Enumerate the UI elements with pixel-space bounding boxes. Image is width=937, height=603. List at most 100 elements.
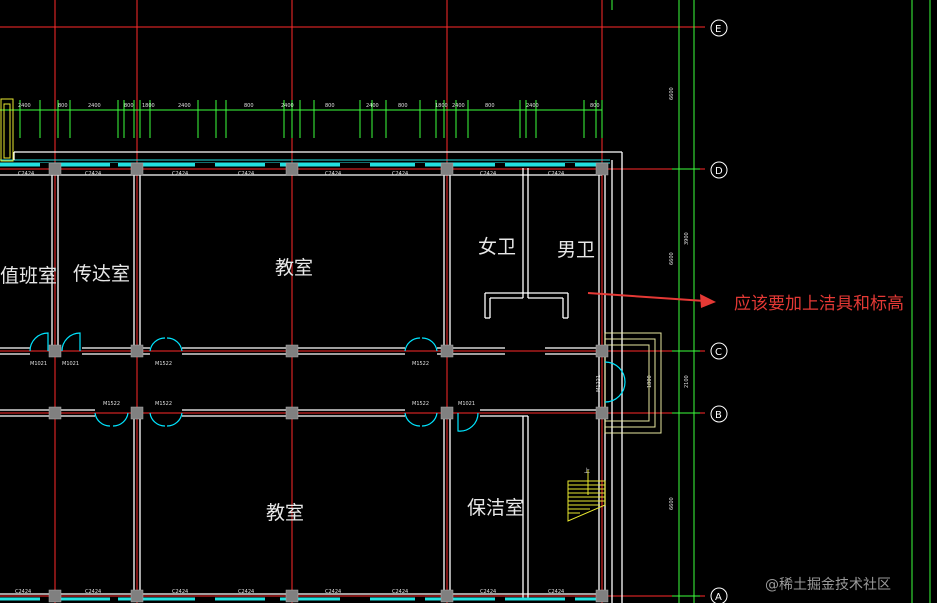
door-code: M1021	[458, 401, 475, 407]
entrance-steps	[604, 332, 662, 434]
dim-top-text: 2400	[178, 103, 191, 109]
window-mullion	[195, 163, 215, 167]
right-dim-texts: 6600 3900 6600 2100 1800 6600	[647, 87, 690, 510]
axis-label-d: D	[715, 166, 723, 177]
column	[285, 344, 299, 358]
window-mullion	[265, 597, 280, 601]
dim-right-6: 6600	[669, 497, 675, 510]
window-code: C2424	[392, 589, 408, 595]
stairs	[567, 470, 606, 522]
column	[440, 589, 454, 603]
column	[595, 344, 609, 358]
dim-top-text: 800	[590, 103, 600, 109]
window-mullion	[110, 597, 118, 601]
axis-bubble-e	[710, 19, 728, 37]
column	[130, 589, 144, 603]
room-label-duty: 值班室	[0, 265, 57, 287]
column	[440, 162, 454, 176]
window-mullion	[415, 597, 425, 601]
stair-up-label: 上	[584, 467, 590, 475]
dim-top-text: 2400	[526, 103, 539, 109]
window-code: C2424	[18, 171, 34, 177]
dim-top-text: 2400	[452, 103, 465, 109]
dim-right-1: 6600	[669, 87, 675, 100]
dim-top-text: 800	[124, 103, 134, 109]
window-code: C2424	[480, 589, 496, 595]
axis-bubbles	[710, 19, 728, 603]
doors	[29, 332, 479, 432]
door-code-entrance: M1221	[596, 375, 602, 392]
axis-bubble-c	[710, 342, 728, 360]
window-code: C2424	[172, 171, 188, 177]
window-mullion	[340, 163, 370, 167]
room-label-male-wc: 男卫	[557, 239, 595, 261]
window-mullion	[110, 163, 118, 167]
door-code: M1522	[103, 401, 120, 407]
dim-top-text: 1800	[435, 103, 448, 109]
column	[285, 589, 299, 603]
door-code: M1021	[62, 361, 79, 367]
door-code: M1522	[412, 401, 429, 407]
window-mullion	[40, 597, 52, 601]
column	[285, 162, 299, 176]
column	[440, 344, 454, 358]
watermark: @稀土掘金技术社区	[765, 577, 891, 593]
window-mullion	[495, 163, 505, 167]
window-code: C2424	[548, 589, 564, 595]
dim-top-text: 800	[244, 103, 254, 109]
walls	[0, 151, 623, 603]
window-code: C2424	[85, 171, 101, 177]
column	[130, 344, 144, 358]
window-code: C2424	[172, 589, 188, 595]
dim-top-text: 2400	[281, 103, 294, 109]
dim-top-text: 800	[325, 103, 335, 109]
column	[595, 162, 609, 176]
window-code: C2424	[548, 171, 564, 177]
column	[130, 162, 144, 176]
window-mullion	[565, 597, 575, 601]
dim-right-5: 1800	[647, 375, 653, 388]
exterior-edge	[0, 98, 610, 164]
entrance-door	[604, 361, 626, 403]
window-code: C2424	[325, 589, 341, 595]
window-mullion	[340, 597, 370, 601]
room-label-reception: 传达室	[73, 263, 130, 285]
right-dimensions	[611, 0, 931, 603]
axis-bubble-a	[710, 587, 728, 603]
axis-label-b: B	[715, 410, 722, 421]
column	[48, 162, 62, 176]
dim-top-text: 800	[398, 103, 408, 109]
column	[130, 406, 144, 420]
dim-right-2: 3900	[684, 232, 690, 245]
window-mullion	[195, 597, 215, 601]
column	[48, 589, 62, 603]
room-label-classroom-top: 教室	[275, 257, 313, 279]
windows-bottom	[0, 597, 602, 601]
dim-top-text: 2400	[366, 103, 379, 109]
columns	[48, 162, 609, 603]
room-label-classroom-bottom: 教室	[266, 502, 304, 524]
dim-right-3: 6600	[669, 252, 675, 265]
window-codes: C2424 C2424 C2424 C2424 C2424 C2424 C242…	[15, 171, 564, 595]
window-code: C2424	[480, 171, 496, 177]
window-code: C2424	[238, 171, 254, 177]
axis-label-e: E	[715, 24, 721, 35]
axis-label-a: A	[715, 592, 722, 603]
windows-top	[0, 163, 602, 167]
column	[440, 406, 454, 420]
window-mullion	[40, 163, 52, 167]
dim-top-text: 800	[58, 103, 68, 109]
door-codes: M1021 M1021 M1522 M1522 M1522 M1522 M152…	[30, 361, 475, 407]
column	[285, 406, 299, 420]
axis-bubble-d	[710, 161, 728, 179]
door-code: M1522	[155, 401, 172, 407]
column	[595, 406, 609, 420]
annotation-note: 应该要加上洁具和标高	[734, 294, 904, 314]
door-code: M1522	[155, 361, 172, 367]
window-code: C2424	[325, 171, 341, 177]
column	[48, 344, 62, 358]
window-mullion	[565, 163, 575, 167]
axis-bubble-b	[710, 405, 728, 423]
window-mullion	[415, 163, 425, 167]
axis-label-c: C	[715, 347, 722, 358]
